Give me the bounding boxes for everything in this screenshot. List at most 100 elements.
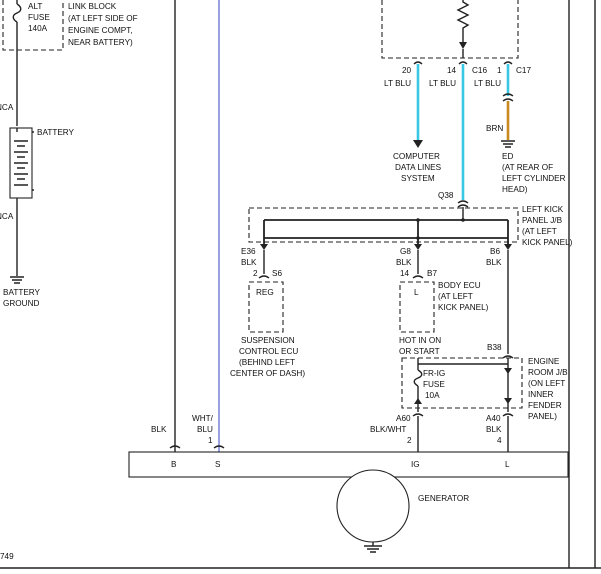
conn-c17: C17 xyxy=(516,66,531,75)
suspension-conn: E36 xyxy=(241,247,256,256)
q38-connector xyxy=(457,200,469,208)
suspension-line-4: CENTER OF DASH) xyxy=(230,369,305,378)
ecm-connector-cups xyxy=(413,61,513,65)
b6-conn: B6 xyxy=(490,247,500,256)
b38-connector xyxy=(502,355,514,359)
suspension-wire: BLK xyxy=(241,258,257,267)
wire-blk-b: BLK xyxy=(151,425,167,434)
body-ecu-line-1: BODY ECU xyxy=(438,281,481,290)
link-block-section: ALT FUSE 140A LINK BLOCK (AT LEFT SIDE O… xyxy=(0,0,138,308)
battery-ground-icon xyxy=(10,276,24,284)
link-block-outline xyxy=(2,0,64,51)
kick-panel-outline xyxy=(248,207,519,243)
inline-connector xyxy=(502,93,514,102)
wire-brn: BRN xyxy=(486,124,503,133)
hot-line-2: OR START xyxy=(399,347,440,356)
hot-line-1: HOT IN ON xyxy=(399,336,441,345)
engine-room-outline xyxy=(401,357,523,409)
wire-lt-blu-2: LT BLU xyxy=(429,79,456,88)
conn-a40: A40 xyxy=(486,414,501,423)
link-block-line-3: ENGINE COMPT, xyxy=(68,26,133,35)
alt-fuse-line-1: ALT xyxy=(28,2,42,11)
body-ecu-line-3: KICK PANEL) xyxy=(438,303,489,312)
s-connector xyxy=(213,445,225,449)
engine-room-line-5: FENDER xyxy=(528,401,562,410)
pin-ig: 2 xyxy=(407,436,412,445)
kick-panel-line-4: KICK PANEL) xyxy=(522,238,573,247)
suspension-ecu-section: E36 BLK 2 S6 REG SUSPENSION CONTROL ECU … xyxy=(230,247,305,378)
body-ecu-terminal: L xyxy=(414,288,419,297)
wire-wht-blu-line-2: BLU xyxy=(197,425,213,434)
body-ecu-line-2: (AT LEFT xyxy=(438,292,473,301)
wire-blk-wht: BLK/WHT xyxy=(370,425,406,434)
generator-label: GENERATOR xyxy=(418,494,469,503)
link-block-line-2: (AT LEFT SIDE OF xyxy=(68,14,138,23)
computer-line-2: DATA LINES xyxy=(395,163,442,172)
ecm-box-outline xyxy=(381,0,519,59)
nca-bottom-label: NCA xyxy=(0,212,14,221)
body-ecu-pin: 14 xyxy=(400,269,410,278)
suspension-pin: 2 xyxy=(253,269,258,278)
ecm-connector-section: 20 14 C16 1 C17 LT BLU LT BLU LT BLU COM… xyxy=(381,0,566,200)
conn-a60: A60 xyxy=(396,414,411,423)
generator-ground-icon xyxy=(364,545,382,553)
wire-wht-blu-line-1: WHT/ xyxy=(192,414,214,423)
ground-ed-icon xyxy=(501,140,515,148)
body-ecu-box xyxy=(399,281,435,333)
engine-room-jb: HOT IN ON OR START B38 FR-IG FUSE 10A EN… xyxy=(399,336,568,421)
link-block-line-1: LINK BLOCK xyxy=(68,2,117,11)
fr-ig-line-1: FR-IG xyxy=(423,369,445,378)
body-ecu-section: G8 BLK 14 B7 L BODY ECU (AT LEFT KICK PA… xyxy=(396,247,489,333)
ground-ed-line-2: (AT REAR OF xyxy=(502,163,553,172)
body-ecu-wire: BLK xyxy=(396,258,412,267)
suspension-terminal: REG xyxy=(256,288,274,297)
b-connector xyxy=(169,445,181,449)
suspension-line-1: SUSPENSION xyxy=(241,336,295,345)
engine-room-line-1: ENGINE xyxy=(528,357,560,366)
term-s: S xyxy=(215,460,221,469)
ground-ed-line-4: HEAD) xyxy=(502,185,528,194)
generator-section: BLK WHT/ BLU 1 A60 BLK/WHT 2 A40 BLK 4 B… xyxy=(128,413,569,553)
alt-fuse-symbol xyxy=(12,0,22,23)
wire-lt-blu-1: LT BLU xyxy=(384,79,411,88)
suspension-connector xyxy=(258,275,270,279)
alt-fuse-line-3: 140A xyxy=(28,24,48,33)
pin-l: 4 xyxy=(497,436,502,445)
term-l: L xyxy=(505,460,510,469)
wire-lt-blu-3: LT BLU xyxy=(474,79,501,88)
page-number: 749 xyxy=(0,552,14,561)
suspension-line-2: CONTROL ECU xyxy=(239,347,298,356)
conn-q38: Q38 xyxy=(438,191,454,200)
kick-panel-bus xyxy=(263,219,509,248)
ground-ed-line-1: ED xyxy=(502,152,513,161)
suspension-line-3: (BEHIND LEFT xyxy=(239,358,295,367)
kick-panel-arrows xyxy=(260,244,512,250)
resistor-symbol xyxy=(456,0,470,42)
resistor-arrow xyxy=(459,42,467,49)
conn-c16: C16 xyxy=(472,66,487,75)
battery-ground-line-1: BATTERY xyxy=(3,288,41,297)
b38-conn: B38 xyxy=(487,343,502,352)
pin-14: 14 xyxy=(447,66,457,75)
term-ig: IG xyxy=(411,460,420,469)
alt-fuse-line-2: FUSE xyxy=(28,13,50,22)
engine-room-line-3: (ON LEFT xyxy=(528,379,565,388)
pin-1: 1 xyxy=(497,66,502,75)
engine-room-line-6: PANEL) xyxy=(528,412,557,421)
generator-terminal-block xyxy=(128,451,569,478)
fr-ig-line-3: 10A xyxy=(425,391,440,400)
wire-blk-l: BLK xyxy=(486,425,502,434)
suspension-conn-2: S6 xyxy=(272,269,282,278)
suspension-ecu-box xyxy=(248,281,284,333)
engine-room-line-4: INNER xyxy=(528,390,554,399)
battery-label: BATTERY xyxy=(37,128,75,137)
generator-symbol xyxy=(336,469,410,543)
ground-ed-line-3: LEFT CYLINDER xyxy=(502,174,566,183)
kick-panel-line-1: LEFT KICK xyxy=(522,205,564,214)
pin-s: 1 xyxy=(208,436,213,445)
link-block-line-4: NEAR BATTERY) xyxy=(68,38,133,47)
battery-cells xyxy=(14,140,28,186)
computer-line-1: COMPUTER xyxy=(393,152,440,161)
pin-20: 20 xyxy=(402,66,412,75)
